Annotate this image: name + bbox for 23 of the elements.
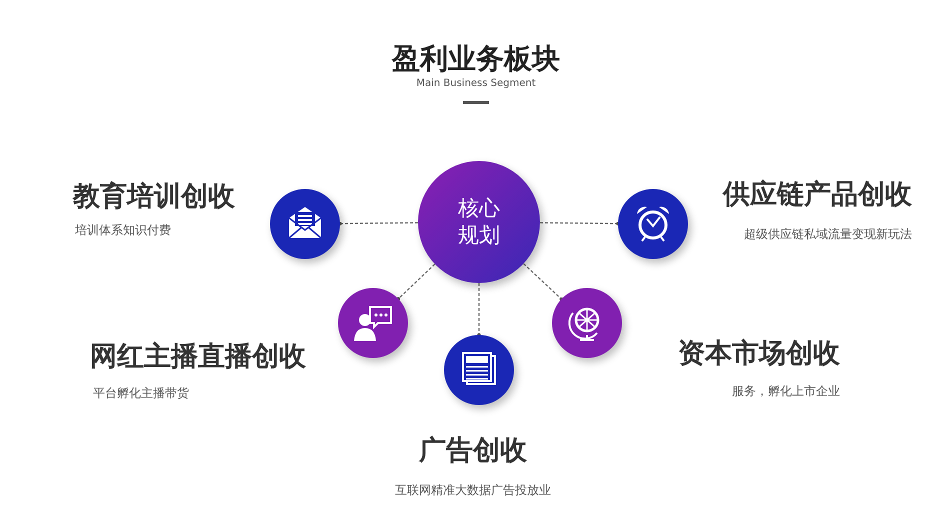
segment-description: 超级供应链私域流量变现新玩法 — [744, 226, 912, 243]
icon-circle — [618, 189, 688, 259]
segment-heading: 广告创收 — [418, 434, 528, 468]
connector-line — [396, 264, 436, 301]
segment-heading: 供应链产品创收 — [723, 178, 912, 212]
icon-circle — [552, 288, 622, 358]
title: 盈利业务板块 — [390, 41, 561, 77]
icon-circle — [444, 335, 514, 405]
segment-heading: 网红主播直播创收 — [90, 340, 306, 374]
connector-line — [338, 222, 418, 226]
segment-description: 互联网精准大数据广告投放业 — [394, 482, 552, 499]
icon-circle — [270, 189, 340, 259]
subtitle: Main Business Segment — [415, 78, 537, 89]
segment-heading: 教育培训创收 — [73, 180, 235, 214]
segment-heading: 资本市场创收 — [678, 337, 840, 371]
connector-line — [540, 222, 620, 226]
connector-line — [523, 263, 564, 301]
segment-description: 服务，孵化上市企业 — [732, 383, 840, 400]
connector-line — [477, 283, 481, 337]
core-label: 核心规划 — [457, 194, 501, 249]
icon-circle — [338, 288, 408, 358]
segment-description: 培训体系知识付费 — [75, 222, 171, 239]
segment-description: 平台孵化主播带货 — [93, 385, 189, 402]
